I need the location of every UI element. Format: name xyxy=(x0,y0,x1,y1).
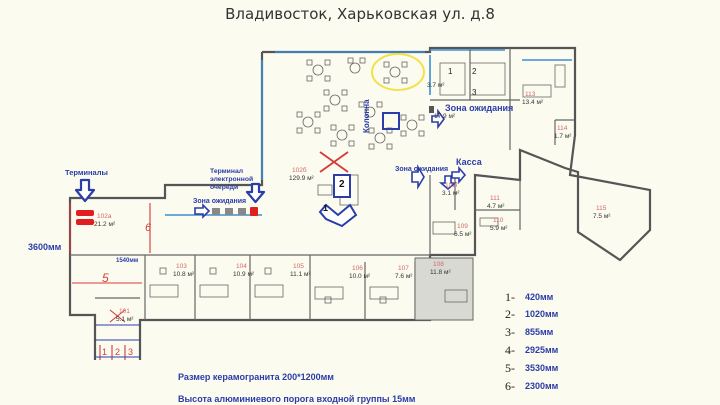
room-area: 11.1 м² xyxy=(290,271,311,278)
room-108-area xyxy=(414,257,474,321)
room-area: 10.8 м² xyxy=(173,271,195,278)
room-area: 4.7 м² xyxy=(487,203,505,210)
waiting-zone-mid-label: Зона ожидания xyxy=(395,166,449,173)
room-area: 5.9 м² xyxy=(490,225,508,232)
room-area: 6.5 м² xyxy=(454,231,472,238)
room-area: 7.5 м² xyxy=(593,213,611,220)
wall-mark: 1 xyxy=(102,347,108,357)
dim-6-label: 6 xyxy=(145,222,152,234)
table-group xyxy=(358,101,383,118)
room-area: 17.9 м² xyxy=(434,113,456,120)
legend-num: 2- xyxy=(505,307,515,321)
zone-arrows xyxy=(194,108,467,219)
partitions xyxy=(70,48,575,320)
legend-num: 4- xyxy=(505,343,515,357)
room-number: 109 xyxy=(457,223,468,230)
room-area: 3.7 м² xyxy=(427,82,445,89)
office-desks xyxy=(149,64,566,304)
room-area: 10.0 м² xyxy=(349,273,371,280)
outer-walls xyxy=(68,46,652,360)
table-group xyxy=(400,114,425,137)
seat-number: 1 xyxy=(448,67,453,76)
waiting-zone-top-label: Зона ожидания xyxy=(445,103,514,113)
room-number: 114 xyxy=(557,125,568,132)
table-group xyxy=(296,111,321,134)
column-box xyxy=(382,112,400,130)
legend-num: 6- xyxy=(505,379,515,393)
terminal-arrows xyxy=(74,178,266,204)
seat-number: 2 xyxy=(472,67,477,76)
room-area: 3.1 м² xyxy=(442,190,460,197)
room-area: 21.2 м² xyxy=(94,221,116,228)
wall-mark: 2 xyxy=(115,347,121,357)
room-number: 113 xyxy=(525,91,536,98)
room-number: 105 xyxy=(293,263,304,270)
cashier-label: Касса xyxy=(456,157,482,167)
room-number: 101 xyxy=(119,308,130,315)
blue-dimension-lines xyxy=(95,324,140,358)
legend-value: 420мм xyxy=(525,292,554,302)
room-area: 129.9 м² xyxy=(289,175,315,182)
red-cross-mark xyxy=(319,151,349,173)
table-groups xyxy=(296,57,425,150)
room-area: 11.8 м² xyxy=(430,269,451,276)
dim-1540-label: 1540мм xyxy=(116,258,139,264)
room-area: 10.9 м² xyxy=(233,271,255,278)
terminal-markers xyxy=(76,207,258,225)
dim-5-label: 5 xyxy=(102,271,109,285)
room-number: 111 xyxy=(490,195,500,202)
legend-num: 1- xyxy=(505,290,515,304)
room-number: 108 xyxy=(433,261,444,268)
room-number: 110 xyxy=(493,217,504,224)
terminal-queue-label: Терминал электронной очереди xyxy=(210,168,254,191)
room-number: 106 xyxy=(352,265,363,272)
legend-value: 2300мм xyxy=(525,381,559,391)
room-number: 107 xyxy=(398,265,409,272)
page-title: Владивосток, Харьковская ул. д.8 xyxy=(225,5,495,23)
threshold-note: Высота алюминиевого порога входной групп… xyxy=(178,394,416,404)
room-area: 7.6 м² xyxy=(395,273,413,280)
room-number: 102а xyxy=(97,213,112,220)
height-label: 3600мм xyxy=(28,242,62,252)
table-group xyxy=(323,89,348,112)
legend-num: 5- xyxy=(505,361,515,375)
room-area: 13.4 м² xyxy=(522,99,544,106)
table-group xyxy=(383,61,408,84)
seat-number: 3 xyxy=(472,88,477,97)
highlight-circle xyxy=(371,53,425,91)
table-group xyxy=(347,57,366,74)
wall-mark: 3 xyxy=(128,347,134,357)
waiting-zone-left-label: Зона ожидания xyxy=(193,198,247,205)
arrow-1-shape xyxy=(318,203,358,228)
legend-num: 3- xyxy=(505,325,515,339)
table-group xyxy=(330,124,355,147)
tile-size-note: Размер керамогранита 200*1200мм xyxy=(178,372,334,382)
room-number: 104 xyxy=(236,263,247,270)
column-label: Колонна xyxy=(362,99,371,133)
arrow-1-number: 1 xyxy=(323,203,329,213)
room-number: 102б xyxy=(292,166,307,174)
room-number: 102г xyxy=(445,182,459,189)
legend-value: 2925мм xyxy=(525,345,559,355)
room-area: 5.1 м² xyxy=(116,316,134,323)
table-group xyxy=(306,59,331,82)
room-area: 1.7 м² xyxy=(554,133,572,140)
room-number: 115 xyxy=(596,205,607,212)
terminals-label: Терминалы xyxy=(65,168,108,177)
column-mark xyxy=(429,106,434,113)
legend-value: 1020мм xyxy=(525,309,559,319)
table-group xyxy=(368,127,393,150)
legend-value: 3530мм xyxy=(525,363,559,373)
legend-value: 855мм xyxy=(525,327,554,337)
room-number: 103 xyxy=(176,263,187,270)
arrow-2-shape xyxy=(333,174,351,198)
arrow-2-number: 2 xyxy=(339,179,345,190)
